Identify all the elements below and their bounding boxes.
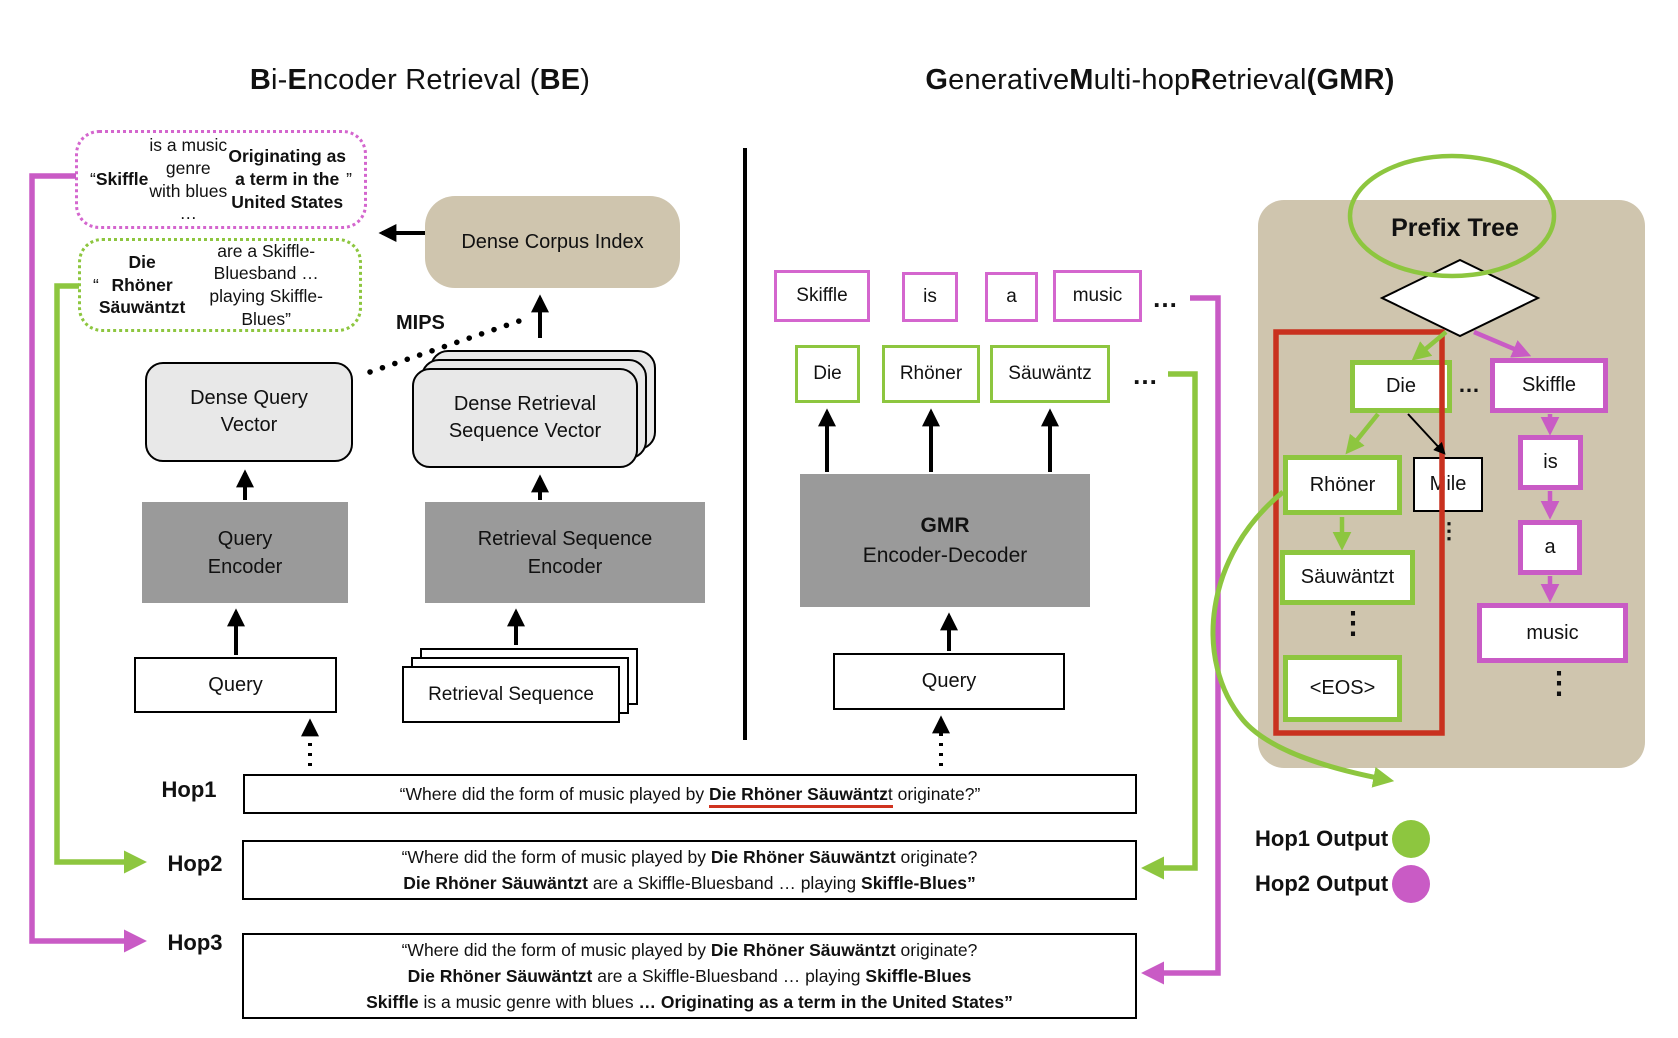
dense-retrieval-sequence-vector-stack: Dense Retrieval Sequence Vector [412, 350, 658, 470]
tree-node-rhoner: Rhöner [1283, 455, 1402, 515]
hop1-query-box: “Where did the form of music played by D… [243, 774, 1137, 814]
hop3-line2: Die Rhöner Säuwäntzt are a Skiffle-Blues… [407, 965, 972, 986]
tree-node-mile: Mile [1413, 457, 1483, 512]
section-divider [743, 148, 747, 740]
hop2-label: Hop2 [167, 851, 223, 876]
gmr-token-music: music [1053, 270, 1142, 322]
dense-query-vector-box: Dense Query Vector [145, 362, 353, 462]
legend-hop1-output: Hop1 Output [1255, 820, 1431, 858]
tree-node-sauwantzt: Säuwäntzt [1280, 550, 1415, 605]
tree-node-music: music [1477, 603, 1628, 663]
tree-node-is: is [1518, 435, 1583, 490]
gmr-token-a: a [985, 272, 1038, 322]
skiffle-passage-bubble: “Skiffle is a music genre with blues … O… [75, 130, 367, 229]
tree-node-eos: <EOS> [1283, 655, 1402, 722]
hop1-output-dot [1392, 820, 1431, 858]
dense-retrieval-sequence-vector-box: Dense Retrieval Sequence Vector [412, 368, 638, 468]
legend-hop2-output: Hop2 Output [1255, 865, 1431, 903]
gmr-hop1-ellipsis: … [1132, 360, 1159, 390]
hop3-line3: Skiffle is a music genre with blues … Or… [366, 992, 1013, 1013]
query-encoder-box: Query Encoder [142, 502, 348, 603]
hop2-line2: Die Rhöner Säuwäntzt are a Skiffle-Blues… [403, 873, 976, 893]
tree-root-label: Root [1438, 285, 1482, 308]
gmr-query-box: Query [833, 653, 1065, 710]
prefix-tree-title: Prefix Tree [1391, 213, 1519, 242]
die-rhoner-passage-bubble: “Die Rhöner Säuwäntzt are a Skiffle-Blue… [78, 238, 362, 332]
gmr-hop2-ellipsis: … [1152, 283, 1179, 313]
gmr-box-line1: GMR [920, 514, 970, 538]
tree-vdots-right: ⋮ [1544, 667, 1574, 700]
hop2-line1: “Where did the form of music played by D… [401, 846, 978, 867]
dense-query-vector-line1: Dense Query [190, 387, 308, 409]
be-query-box: Query [134, 657, 337, 713]
route-hop2-output-to-hop3 [1141, 295, 1221, 985]
rse-line2: Encoder [527, 555, 603, 578]
hop1-line1: “Where did the form of music played by D… [400, 781, 980, 808]
hop3-label: Hop3 [167, 930, 223, 955]
hop1-label: Hop1 [161, 777, 217, 802]
retrieval-sequence-box: Retrieval Sequence [402, 666, 620, 723]
gmr-box-line2: Encoder-Decoder [862, 543, 1028, 567]
tree-vdots-mile: ⋮ [1438, 518, 1460, 543]
hop2-output-dot [1392, 865, 1431, 903]
gmr-token-skiffle: Skiffle [774, 270, 870, 322]
route-die-passage-to-hop2 [54, 283, 147, 874]
drsv-line2: Sequence Vector [448, 420, 602, 442]
tree-node-die: Die [1350, 360, 1452, 413]
dense-query-vector-line2: Vector [220, 414, 278, 436]
gmr-token-is: is [902, 272, 958, 322]
tree-node-skiffle: Skiffle [1490, 358, 1608, 413]
tree-node-a: a [1518, 520, 1582, 575]
gmr-token-die: Die [795, 345, 860, 403]
legend-hop2-label: Hop2 Output [1255, 871, 1389, 896]
legend-hop1-label: Hop1 Output [1255, 826, 1389, 851]
drsv-line1: Dense Retrieval [453, 393, 597, 415]
dense-corpus-index-box: Dense Corpus Index [425, 196, 680, 288]
tree-ellipsis: … [1458, 372, 1481, 397]
gmr-encoder-decoder-box: GMR Encoder-Decoder [800, 474, 1090, 607]
retrieval-sequence-stack: Retrieval Sequence [402, 648, 640, 725]
hop3-line1: “Where did the form of music played by D… [401, 939, 978, 960]
gmr-token-sauwantz: Säuwäntz [990, 345, 1110, 403]
query-encoder-line2: Encoder [207, 555, 283, 578]
route-hop1-output-to-hop2 [1141, 371, 1198, 880]
gmr-token-rhoner: Rhöner [882, 345, 980, 403]
rse-line1: Retrieval Sequence [477, 527, 653, 550]
hop3-query-box: “Where did the form of music played by D… [242, 933, 1137, 1019]
query-encoder-line1: Query [217, 527, 273, 550]
tree-vdots-left: ⋮ [1338, 607, 1368, 640]
retrieval-sequence-encoder-box: Retrieval Sequence Encoder [425, 502, 705, 603]
hop2-query-box: “Where did the form of music played by D… [242, 840, 1137, 900]
mips-label: MIPS [396, 312, 445, 334]
